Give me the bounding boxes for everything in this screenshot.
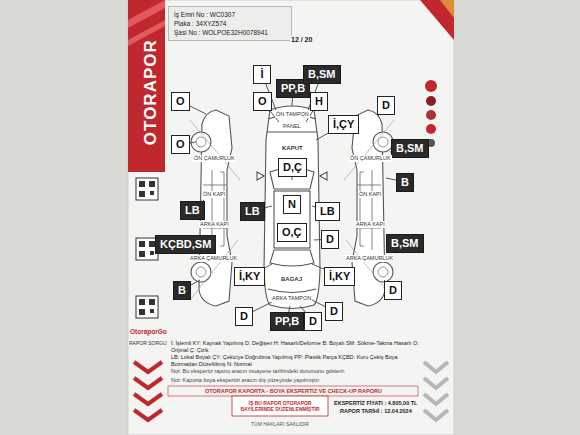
damage-code: B (401, 176, 409, 189)
damage-code-box: LB (240, 202, 265, 221)
part-name: KAPUT (281, 145, 304, 152)
damage-code-box: B,SM (386, 234, 424, 253)
damage-code-box: O (171, 135, 190, 154)
damage-code-box: KÇBD,SM (155, 235, 216, 254)
report-date: RAPOR TARİHİ : 12.04.2024 (339, 408, 413, 415)
damage-code: D (240, 310, 248, 323)
leader-lines (180, 74, 410, 321)
part-name: ÖN KAPI (202, 191, 226, 198)
header-field: İş Emri No : WC0307 (174, 10, 286, 19)
damage-code: H (315, 95, 323, 108)
damage-code-box: H (310, 92, 328, 111)
note: Not: Bu ekspertiz raporu aracın muayene … (170, 368, 422, 375)
damage-code-box: O (171, 92, 190, 111)
app-name: OtoraporGo (129, 328, 168, 336)
note: Not: Kaporta boya ekspertizi aracın dış … (170, 377, 422, 384)
damage-code-box: B (396, 173, 414, 192)
damage-code-box: D (384, 281, 402, 300)
page-count: 12 / 20 (290, 36, 313, 44)
damage-code-box: O,Ç (277, 223, 307, 242)
damage-code: O (176, 95, 185, 108)
copyright: TÜM HAKLARI SAKLIDIR (250, 421, 310, 427)
part-name: ÖN ÇAMURLUK (349, 155, 392, 162)
damage-code: LB (185, 204, 200, 217)
damage-code-box: İ,KY (234, 267, 265, 286)
damage-code: O,Ç (282, 226, 302, 239)
damage-code-box: İ,KY (324, 267, 355, 286)
damage-code-box: N (283, 195, 301, 214)
damage-code: PP,B (281, 82, 305, 95)
part-name: PANEL (282, 123, 302, 130)
damage-code: D,Ç (283, 161, 302, 174)
header-field: Şasi No : WOLPOE32H0078941 (174, 28, 286, 37)
damage-code: İ,ÇY (333, 118, 354, 131)
price: EKSPERTİZ FİYATI : 4.805,00 TL (333, 400, 418, 407)
damage-code: D (389, 284, 397, 297)
damage-code: D (326, 233, 334, 246)
damage-code-box: D,Ç (278, 158, 307, 177)
part-name: ÖN KAPI (358, 191, 382, 198)
damage-code-box: B (173, 281, 191, 300)
damage-code: B,SM (391, 237, 419, 250)
damage-code-box: B,SM (391, 139, 429, 158)
damage-code: B,SM (396, 142, 424, 155)
damage-code-box: O (253, 92, 272, 111)
part-name: ÖN ÇAMURLUK (193, 155, 236, 162)
damage-code: B (178, 284, 186, 297)
qr-caption: RAPOR SORGU (128, 340, 168, 346)
chevrons (134, 362, 448, 420)
report-name: OTORAPOR KAPORTA - BOYA EKSPERTİZ VE CHE… (204, 388, 383, 395)
damage-code-box: D (377, 96, 395, 115)
damage-code: D (309, 315, 317, 328)
part-name: ARKA KAPI (199, 221, 230, 228)
code-legend: İ: İşlemli KY: Kaynak Yapılmış D: Değişe… (170, 340, 422, 353)
damage-code-box: D (304, 312, 322, 331)
damage-code-box: PP,B (270, 312, 304, 331)
damage-code: KÇBD,SM (160, 238, 211, 251)
part-name: ÖN TAMPON (275, 111, 310, 118)
part-name: BAGAJ (280, 276, 303, 283)
brand-name: OTORAPOR (141, 39, 161, 145)
part-name: ARKA KAPI (355, 221, 386, 228)
damage-code-box: D (235, 307, 253, 326)
damage-code-box: D (325, 302, 343, 321)
damage-code: O (176, 138, 185, 151)
part-name: ARKA ÇAMURLUK (345, 255, 394, 262)
damage-code: N (288, 198, 296, 211)
damage-code: D (382, 99, 390, 112)
damage-code-box: İ (253, 65, 271, 84)
header-field: Plaka : 34XYZ574 (174, 19, 286, 28)
header-box: İş Emri No : WC0307Plaka : 34XYZ574Şasi … (168, 6, 292, 41)
dealer-badges (425, 80, 437, 147)
damage-code: İ,KY (239, 270, 260, 283)
damage-code-box: LB (180, 201, 205, 220)
damage-code: İ (258, 68, 266, 81)
damage-code: LB (320, 205, 335, 218)
damage-code: İ,KY (329, 270, 350, 283)
part-name: ARKA ÇAMURLUK (189, 255, 238, 262)
damage-code-box: B,SM (303, 65, 341, 84)
damage-code: B,SM (308, 68, 336, 81)
damage-code: LB (245, 205, 260, 218)
damage-code: PP,B (275, 315, 299, 328)
code-legend: LB: Lokal Boyalı ÇY: Çekiciye Doğrultma … (170, 354, 422, 367)
part-name: ARKA TAMPON (271, 295, 312, 302)
damage-code-box: İ,ÇY (328, 115, 359, 134)
dealer-note: İŞ BU RAPOR OTORAPOR BAYİLERİNDE DÜZENLE… (234, 400, 326, 412)
damage-code-box: LB (315, 202, 340, 221)
damage-code: D (330, 305, 338, 318)
damage-code: O (258, 95, 267, 108)
damage-code-box: D (321, 230, 339, 249)
